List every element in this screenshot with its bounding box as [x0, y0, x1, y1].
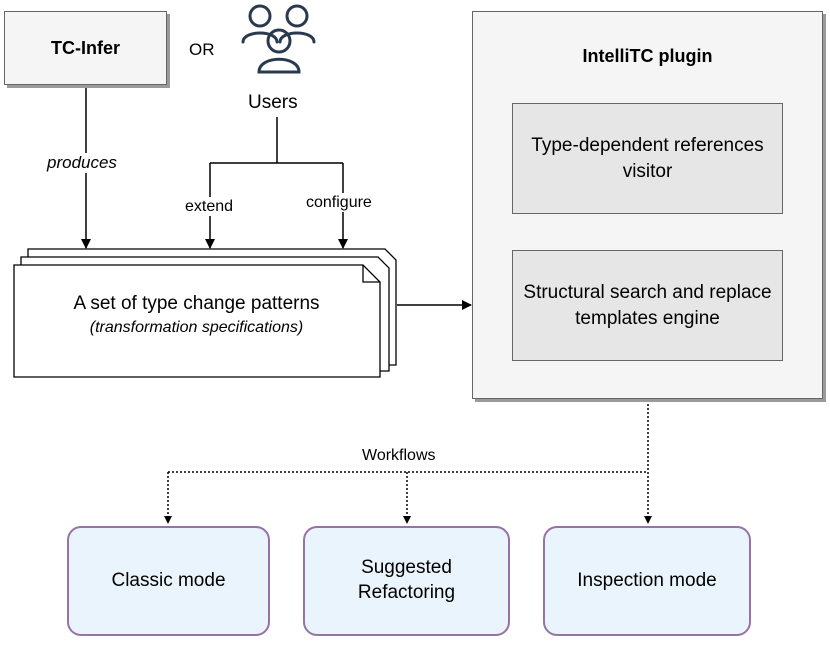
suggested-refactoring-box: Suggested Refactoring — [303, 526, 510, 636]
suggested-refactoring-label: Suggested Refactoring — [357, 557, 456, 603]
patterns-text: A set of type change patterns (transform… — [14, 265, 379, 337]
tc-infer-box: TC-Infer — [4, 11, 167, 85]
tc-infer-label: TC-Infer — [51, 37, 120, 58]
users-branch-lines — [205, 117, 348, 249]
plugin-title: IntelliTC plugin — [582, 46, 713, 66]
configure-label: configure — [305, 193, 373, 213]
inspection-mode-label: Inspection mode — [577, 569, 717, 591]
ssr-engine-label: Structural search and replace templates … — [523, 281, 772, 329]
produces-label: produces — [46, 153, 118, 174]
classic-mode-label: Classic mode — [111, 569, 226, 591]
references-visitor-box: Type-dependent references visitor — [512, 103, 783, 214]
ssr-engine-box: Structural search and replace templates … — [512, 250, 783, 361]
users-icon — [241, 4, 316, 74]
extend-label: extend — [184, 197, 235, 217]
patterns-stack — [13, 248, 397, 378]
workflow-lines — [164, 400, 652, 524]
references-visitor-label: Type-dependent references visitor — [531, 134, 764, 182]
or-label: OR — [189, 40, 215, 59]
patterns-title: A set of type change patterns — [73, 293, 320, 314]
users-label: Users — [248, 92, 298, 113]
classic-mode-box: Classic mode — [67, 526, 270, 636]
inspection-mode-box: Inspection mode — [543, 526, 751, 636]
patterns-subtitle: (transformation specifications) — [89, 319, 304, 336]
workflows-label: Workflows — [360, 446, 438, 466]
